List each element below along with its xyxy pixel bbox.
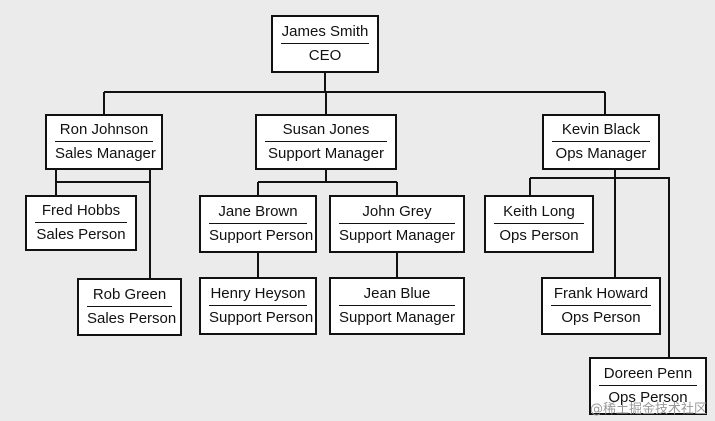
org-node-title: Ops Person xyxy=(608,389,688,406)
org-node-title: Ops Person xyxy=(499,227,579,244)
org-node-title: Sales Manager xyxy=(55,145,156,162)
org-node-name: Ron Johnson xyxy=(55,121,153,142)
watermark-text: @稀土掘金技术社区 xyxy=(589,402,707,417)
org-node-title: Ops Manager xyxy=(555,145,647,162)
org-node-title: Support Manager xyxy=(339,309,455,326)
org-node-title: Support Manager xyxy=(268,145,384,162)
org-node-name: Susan Jones xyxy=(265,121,387,142)
connector-kevin-to-doreen xyxy=(615,177,670,357)
connector-ron-to-rob xyxy=(56,170,151,278)
org-node-title: Support Manager xyxy=(339,227,455,244)
org-node-name: Fred Hobbs xyxy=(35,202,127,223)
org-node-name: John Grey xyxy=(339,203,455,224)
org-node-title: Ops Person xyxy=(561,309,641,326)
org-node-title: Support Person xyxy=(209,309,314,326)
org-node-name: Frank Howard xyxy=(551,285,651,306)
org-node-name: Doreen Penn xyxy=(599,365,697,386)
connector-susan-to-reports xyxy=(257,170,398,195)
org-node-name: Henry Heyson xyxy=(209,285,307,306)
org-node-name: James Smith xyxy=(281,23,369,44)
connector-ceo-to-managers xyxy=(103,73,606,114)
org-node-title: CEO xyxy=(308,47,342,64)
org-node-title: Sales Person xyxy=(87,310,177,327)
connector-kevin-to-keith xyxy=(529,177,615,195)
org-node-title: Sales Person xyxy=(36,226,126,243)
org-node-title: Support Person xyxy=(209,227,314,244)
org-node-name: Jean Blue xyxy=(339,285,455,306)
org-node-name: Kevin Black xyxy=(552,121,650,142)
org-node-name: Jane Brown xyxy=(209,203,307,224)
org-node-name: Rob Green xyxy=(87,286,172,307)
org-node-name: Keith Long xyxy=(494,203,584,224)
